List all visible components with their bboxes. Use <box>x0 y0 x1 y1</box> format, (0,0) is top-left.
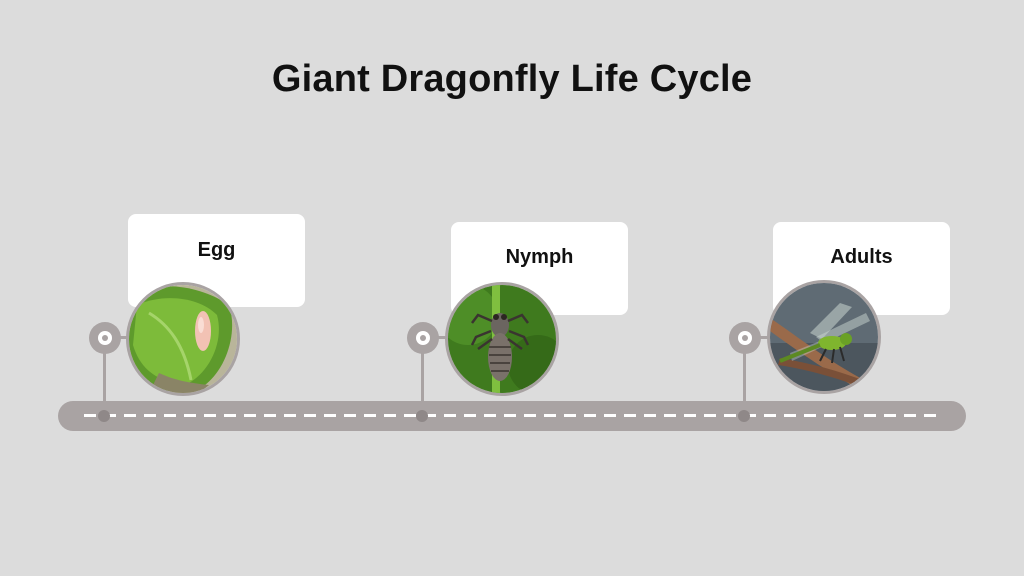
timeline-track <box>58 401 966 431</box>
stage-marker <box>89 322 121 354</box>
stage-stem <box>743 338 746 404</box>
stage-label: Adults <box>830 246 893 268</box>
stage-connector <box>436 336 450 339</box>
adult-dragonfly-photo <box>767 280 881 394</box>
stage-connector <box>118 336 132 339</box>
stage-stem <box>103 338 106 404</box>
egg-photo <box>126 282 240 396</box>
stage-foot <box>738 410 750 422</box>
diagram-title: Giant Dragonfly Life Cycle <box>271 58 753 100</box>
stage-marker <box>407 322 439 354</box>
stage-label: Nymph <box>505 246 574 268</box>
nymph-photo <box>445 282 559 396</box>
stage-marker <box>729 322 761 354</box>
stage-stem <box>421 338 424 404</box>
stage-foot <box>416 410 428 422</box>
stage-connector <box>758 336 772 339</box>
stage-label: Egg <box>197 239 236 261</box>
timeline-dashes <box>84 414 936 417</box>
stage-foot <box>98 410 110 422</box>
